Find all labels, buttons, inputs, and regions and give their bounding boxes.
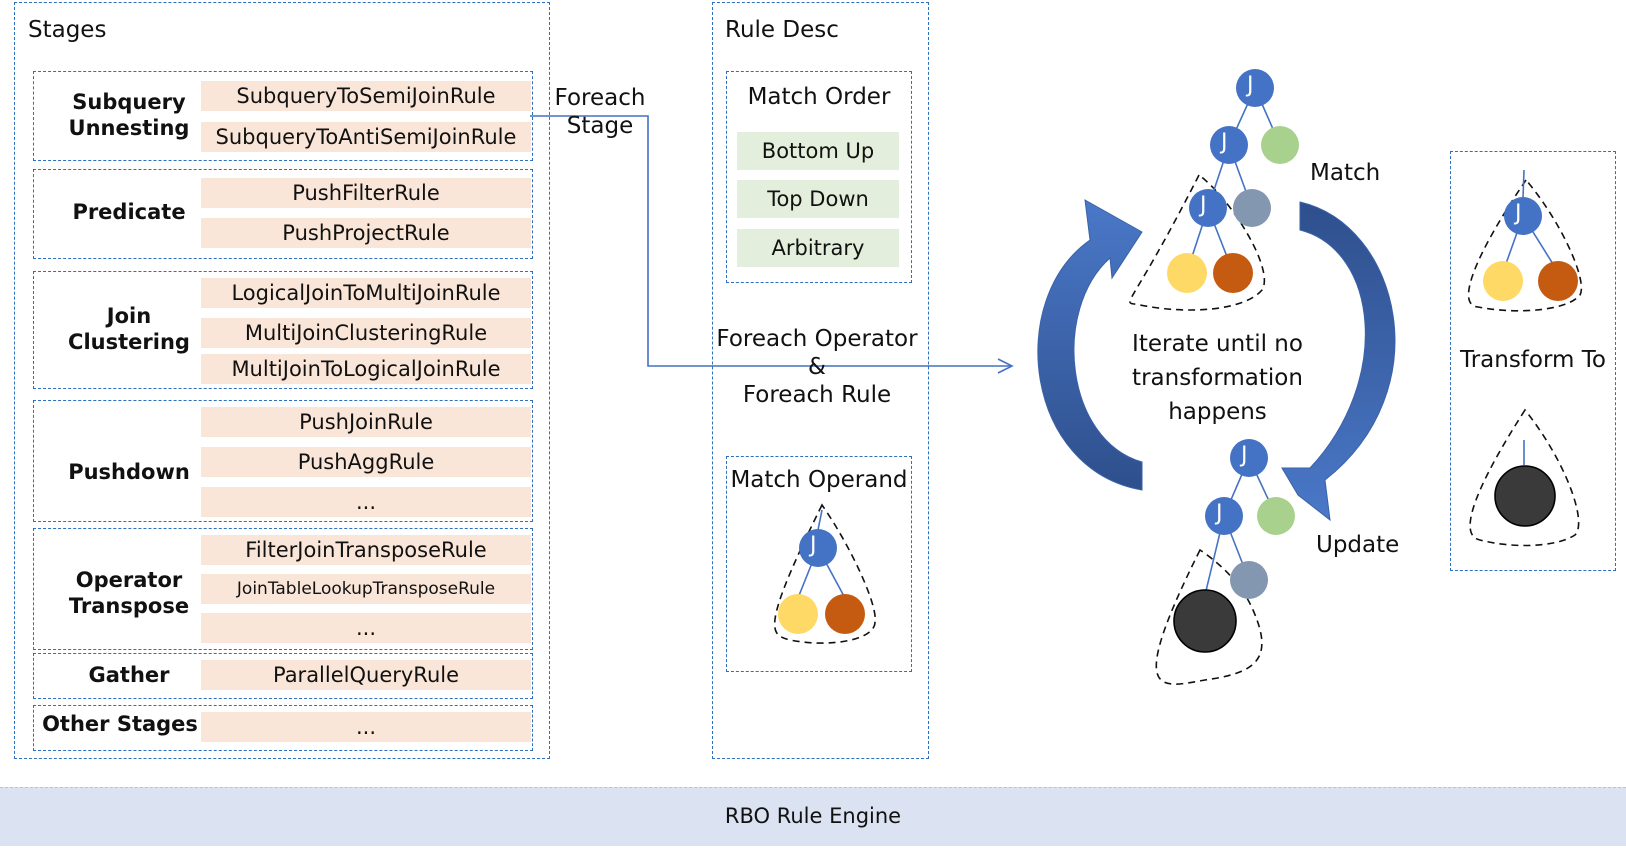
rule-item: ... [201, 487, 531, 517]
match-order-option: Arbitrary [737, 229, 899, 267]
orange-node [1213, 253, 1253, 293]
rule-desc-panel: Rule Desc Match Order Bottom Up Top Down… [712, 2, 929, 759]
match-order-box: Match Order Bottom Up Top Down Arbitrary [726, 71, 912, 283]
cycle-arrow-left [1037, 199, 1143, 491]
stage-group-subquery-unnesting: Subquery Unnesting SubqueryToSemiJoinRul… [33, 71, 533, 161]
rule-item: SubqueryToAntiSemiJoinRule [201, 122, 531, 152]
rule-item: LogicalJoinToMultiJoinRule [201, 278, 531, 308]
stage-name: Operator Transpose [68, 568, 190, 618]
match-operand-box: Match Operand [726, 456, 912, 672]
gray-node [1230, 561, 1268, 599]
join-node [799, 529, 837, 567]
dark-node [1494, 465, 1556, 527]
join-node-label: J [1241, 443, 1248, 468]
yellow-node [1167, 253, 1207, 293]
join-node [1205, 497, 1243, 535]
rule-item: ParallelQueryRule [201, 660, 531, 690]
foreach-operator-label: Foreach Operator & Foreach Rule [716, 326, 918, 408]
join-node-label: J [1247, 73, 1254, 98]
stages-title: Stages [28, 17, 107, 43]
rule-engine-footer: RBO Rule Engine [0, 787, 1626, 846]
foreach-stage-label: Foreach Stage [554, 85, 646, 139]
iterate-text: Iterate until no transformation happens [1132, 331, 1303, 425]
match-tree [1129, 69, 1299, 311]
orange-node [825, 594, 865, 634]
join-node [1189, 189, 1227, 227]
stage-group-pushdown: Pushdown PushJoinRule PushAggRule ... [33, 400, 533, 522]
gray-node [1233, 189, 1271, 227]
stage-name: Join Clustering [68, 304, 190, 354]
transform-result-tree [1469, 408, 1580, 547]
match-order-option: Bottom Up [737, 132, 899, 170]
rule-item: PushAggRule [201, 447, 531, 477]
stage-group-join-clustering: Join Clustering LogicalJoinToMultiJoinRu… [33, 271, 533, 389]
rule-item: PushFilterRule [201, 178, 531, 208]
join-node [1504, 197, 1542, 235]
join-node-label: J [1200, 193, 1207, 218]
join-node-label: J [1221, 130, 1228, 155]
update-tree [1155, 439, 1295, 685]
rule-item: MultiJoinClusteringRule [201, 318, 531, 348]
rule-item: MultiJoinToLogicalJoinRule [201, 354, 531, 384]
green-node [1257, 497, 1295, 535]
stage-name: Gather [88, 663, 170, 687]
stage-group-gather: Gather ParallelQueryRule [33, 653, 533, 699]
join-node-label: J [810, 533, 817, 558]
join-node-label: J [1216, 501, 1223, 526]
stages-panel: Stages Subquery Unnesting SubqueryToSemi… [14, 2, 550, 759]
join-node [1210, 126, 1248, 164]
join-node [1236, 69, 1274, 107]
match-order-option: Top Down [737, 180, 899, 218]
rule-item: PushProjectRule [201, 218, 531, 248]
stage-name: Subquery Unnesting [68, 90, 190, 140]
yellow-node [778, 594, 818, 634]
rule-item: ... [201, 712, 531, 742]
transform-to-label: Transform To [1460, 347, 1606, 373]
stage-name: Predicate [72, 200, 186, 224]
match-order-title: Match Order [747, 84, 891, 110]
rule-item: ... [201, 613, 531, 643]
rule-item: FilterJoinTransposeRule [201, 535, 531, 565]
match-operand-tree [773, 503, 876, 644]
match-label: Match [1310, 160, 1381, 186]
foreach-connector-line [530, 115, 1010, 367]
join-node-label: J [1515, 201, 1522, 226]
join-node [1230, 439, 1268, 477]
foreach-connector-arrowhead [997, 358, 1014, 374]
transform-source-tree [1467, 169, 1583, 312]
rule-desc-title: Rule Desc [725, 17, 839, 43]
stage-group-other-stages: Other Stages ... [33, 705, 533, 751]
rule-item: SubqueryToSemiJoinRule [201, 81, 531, 111]
dark-node [1173, 589, 1237, 653]
match-operand-title: Match Operand [730, 467, 908, 493]
rule-item: PushJoinRule [201, 407, 531, 437]
rule-item: JoinTableLookupTransposeRule [201, 574, 531, 604]
stage-name: Pushdown [68, 460, 190, 484]
stage-name: Other Stages [42, 712, 198, 736]
green-node [1261, 126, 1299, 164]
orange-node [1538, 261, 1578, 301]
stage-group-predicate: Predicate PushFilterRule PushProjectRule [33, 169, 533, 259]
yellow-node [1483, 261, 1523, 301]
cycle-arrow-right [1281, 201, 1396, 522]
stage-group-operator-transpose: Operator Transpose FilterJoinTransposeRu… [33, 528, 533, 650]
transform-to-panel: Transform To [1450, 151, 1616, 571]
update-label: Update [1316, 532, 1400, 558]
